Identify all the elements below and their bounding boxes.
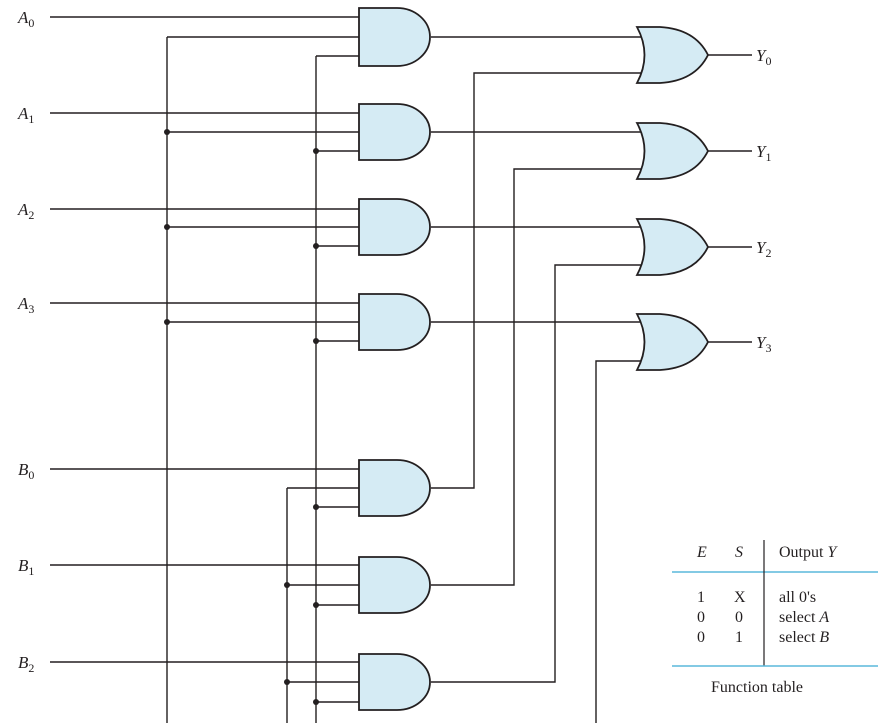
or-gates [635, 26, 710, 371]
label-b0: B0 [18, 460, 34, 482]
table-row-2-e: 0 [697, 609, 705, 626]
and-b1-output-wire [431, 168, 641, 586]
and-gates [358, 7, 431, 711]
label-y2: Y2 [756, 238, 771, 260]
junction-dot [313, 699, 319, 705]
table-row-3-e: 0 [697, 629, 705, 646]
table-row-1-s: X [734, 589, 746, 606]
and-gate-a2 [358, 198, 431, 256]
junctions [164, 129, 319, 705]
junction-dot [164, 129, 170, 135]
and-gate-a1 [358, 103, 431, 161]
and-gate-a0 [358, 7, 431, 67]
label-y1: Y1 [756, 142, 771, 164]
and-b3-output-wire [595, 360, 641, 723]
junction-dot [284, 582, 290, 588]
junction-dot [313, 504, 319, 510]
junction-dot [284, 679, 290, 685]
or-gate-y2 [635, 218, 710, 276]
or-gate-y3 [635, 313, 710, 371]
and-gate-b1 [358, 556, 431, 614]
label-y0: Y0 [756, 46, 771, 68]
wires [50, 16, 752, 723]
label-a1: A1 [17, 104, 34, 126]
label-a2: A2 [17, 200, 34, 222]
and-gate-a3 [358, 293, 431, 351]
label-b2: B2 [18, 653, 34, 675]
and-gate-b2 [358, 653, 431, 711]
table-row-1-e: 1 [697, 589, 705, 606]
and-gate-b0 [358, 459, 431, 517]
input-labels: A0 A1 A2 A3 B0 B1 B2 [17, 8, 34, 675]
table-header-s: S [735, 544, 743, 561]
label-a0: A0 [17, 8, 34, 30]
table-row-3-s: 1 [735, 629, 743, 646]
junction-dot [164, 224, 170, 230]
label-b1: B1 [18, 556, 34, 578]
junction-dot [164, 319, 170, 325]
table-header-e: E [696, 544, 707, 561]
and-b2-output-wire [431, 264, 641, 683]
or-gate-y0 [635, 26, 710, 84]
table-caption: Function table [711, 679, 803, 696]
output-labels: Y0 Y1 Y2 Y3 [756, 46, 771, 355]
table-row-2-s: 0 [735, 609, 743, 626]
label-a3: A3 [17, 294, 34, 316]
label-y3: Y3 [756, 333, 771, 355]
or-gate-y1 [635, 122, 710, 180]
junction-dot [313, 148, 319, 154]
and-b0-output-wire [431, 72, 641, 489]
junction-dot [313, 602, 319, 608]
junction-dot [313, 338, 319, 344]
table-row-1-output: all 0's [779, 589, 816, 606]
junction-dot [313, 243, 319, 249]
